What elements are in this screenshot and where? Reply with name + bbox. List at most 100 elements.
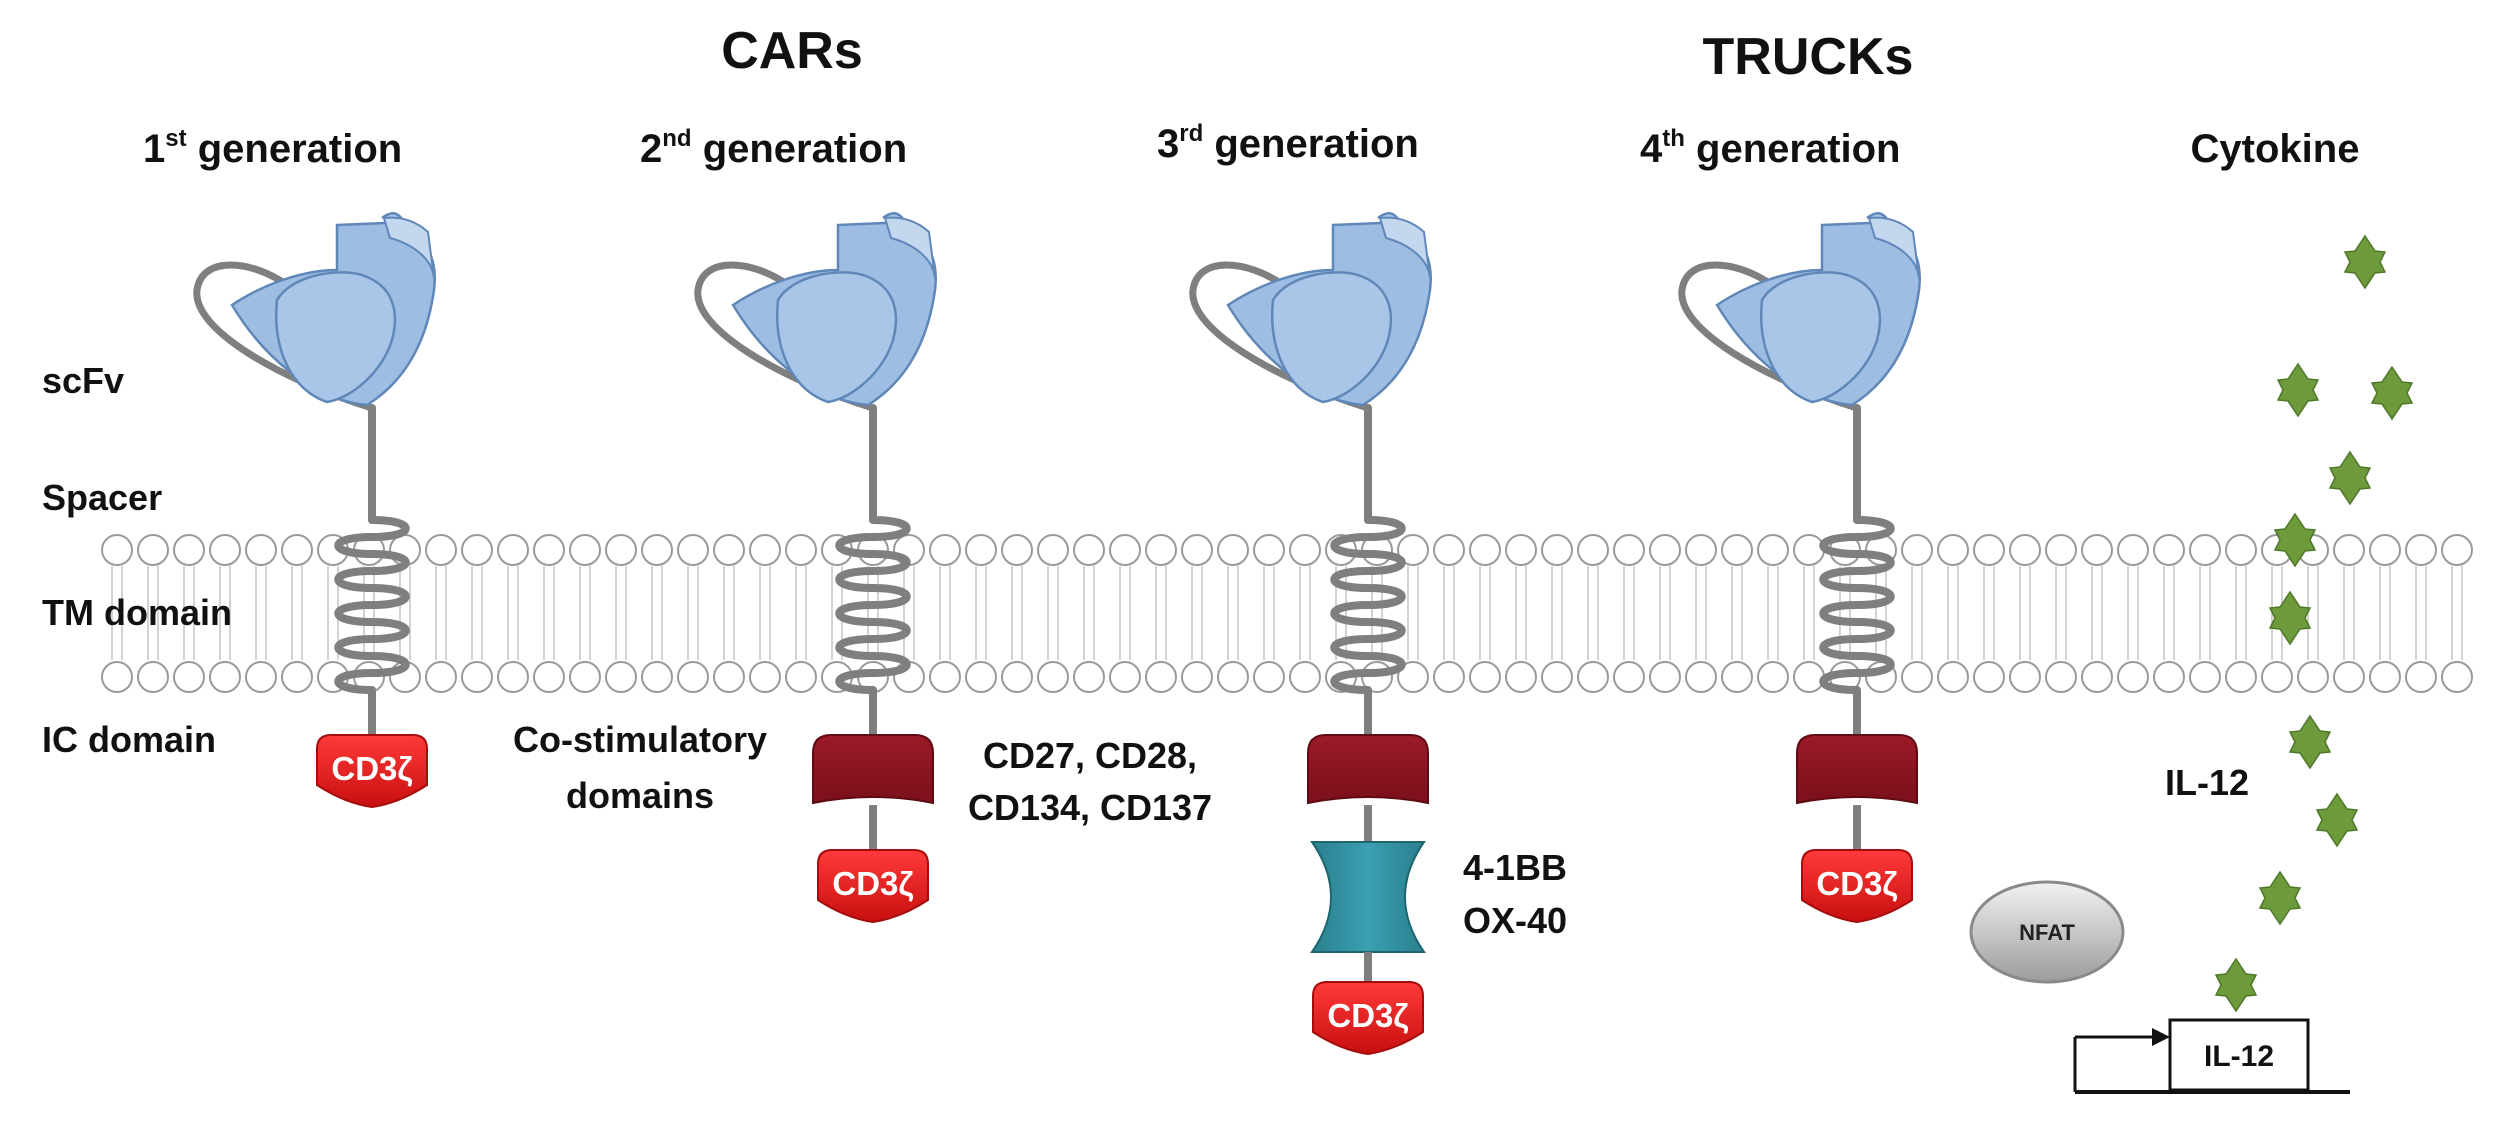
membrane-lipid-head — [1649, 534, 1681, 566]
membrane-lipid-head — [173, 661, 205, 693]
membrane-lipid-head — [1469, 661, 1501, 693]
membrane-lipid-head — [2441, 661, 2473, 693]
car-construct-generation-2: CD3ζ — [694, 212, 937, 924]
membrane-lipid-head — [2189, 661, 2221, 693]
cytokine-molecules — [2214, 234, 2414, 1013]
membrane-lipid-head — [2333, 534, 2365, 566]
membrane-lipid-head — [425, 534, 457, 566]
membrane-lipid-head — [2405, 534, 2437, 566]
cd3-zeta-label: CD3ζ — [832, 865, 913, 902]
membrane-lipid-head — [2081, 534, 2113, 566]
costim-label-line2: domains — [566, 775, 714, 816]
membrane-lipid-head — [533, 534, 565, 566]
membrane-lipid-head — [1073, 661, 1105, 693]
il12-gene-construct: IL-12 — [2073, 1018, 2350, 1094]
car-construct-generation-1: CD3ζ — [193, 212, 436, 809]
membrane-lipid-head — [749, 534, 781, 566]
cd3-zeta-label: CD3ζ — [1327, 997, 1408, 1034]
membrane-lipid-head — [101, 534, 133, 566]
membrane-lipid-head — [245, 534, 277, 566]
membrane-lipid-head — [1937, 534, 1969, 566]
membrane-lipid-head — [1433, 534, 1465, 566]
membrane-lipid-head — [1397, 661, 1429, 693]
membrane-lipid-head — [101, 661, 133, 693]
membrane-lipid-head — [605, 534, 637, 566]
cytokine-il12-molecule — [2268, 590, 2312, 646]
membrane-lipid-head — [1289, 534, 1321, 566]
cd3-zeta-domain — [316, 734, 428, 809]
membrane-lipid-head — [2009, 661, 2041, 693]
membrane-lipid-head — [569, 534, 601, 566]
membrane-lipid-head — [2045, 534, 2077, 566]
membrane-lipid-head — [2441, 534, 2473, 566]
cytokine-il12-molecule — [2343, 234, 2387, 290]
cd3-zeta-label: CD3ζ — [1816, 865, 1897, 902]
scfv-label: scFv — [42, 360, 124, 401]
membrane-lipid-head — [965, 661, 997, 693]
membrane-lipid-head — [1037, 661, 1069, 693]
membrane-lipid-head — [1181, 661, 1213, 693]
membrane-lipid-head — [569, 661, 601, 693]
transmembrane-coil — [1819, 516, 1895, 694]
cytokine-heading: Cytokine — [2191, 127, 2360, 171]
membrane-lipid-head — [713, 661, 745, 693]
cd3-zeta-label: CD3ζ — [331, 750, 412, 787]
scfv-flap — [883, 216, 936, 279]
membrane-lipid-head — [173, 534, 205, 566]
transmembrane-coil — [835, 516, 911, 694]
cytokine-il12-molecule — [2214, 957, 2258, 1013]
cell-membrane — [101, 534, 2473, 693]
membrane-lipid-head — [785, 534, 817, 566]
membrane-lipid-head — [1937, 661, 1969, 693]
membrane-lipid-head — [2225, 661, 2257, 693]
membrane-lipid-head — [2261, 661, 2293, 693]
membrane-lipid-head — [1541, 534, 1573, 566]
membrane-lipid-head — [497, 534, 529, 566]
membrane-lipid-head — [2225, 534, 2257, 566]
membrane-lipid-head — [1901, 661, 1933, 693]
cytokine-il12-molecule — [2276, 362, 2320, 418]
costim-list-line2: CD134, CD137 — [968, 787, 1212, 828]
membrane-lipid-head — [713, 534, 745, 566]
membrane-lipid-head — [1649, 661, 1681, 693]
cytokine-il12-molecule — [2328, 450, 2372, 506]
membrane-lipid-head — [1793, 534, 1825, 566]
membrane-lipid-head — [1253, 534, 1285, 566]
cytokine-il12-molecule — [2370, 365, 2414, 421]
membrane-lipid-head — [1757, 534, 1789, 566]
signaling-domain-4-1bb-ox40 — [1310, 841, 1426, 953]
membrane-lipid-head — [2369, 534, 2401, 566]
membrane-lipid-head — [1685, 534, 1717, 566]
membrane-lipid-head — [2153, 534, 2185, 566]
membrane-lipid-head — [1541, 661, 1573, 693]
membrane-lipid-head — [1721, 661, 1753, 693]
transmembrane-coil — [1330, 516, 1406, 694]
membrane-lipid-head — [1001, 661, 1033, 693]
membrane-lipid-head — [2081, 661, 2113, 693]
scfv-flap — [1378, 216, 1431, 279]
spacer-label: Spacer — [42, 477, 162, 518]
membrane-lipid-head — [1505, 534, 1537, 566]
membrane-lipid-head — [137, 534, 169, 566]
cytokine-il12-molecule — [2288, 714, 2332, 770]
membrane-lipid-head — [1145, 661, 1177, 693]
membrane-lipid-head — [641, 661, 673, 693]
membrane-lipid-head — [965, 534, 997, 566]
membrane-lipid-head — [1973, 534, 2005, 566]
membrane-lipid-head — [2117, 534, 2149, 566]
membrane-lipid-head — [1253, 661, 1285, 693]
membrane-lipid-head — [1217, 661, 1249, 693]
membrane-lipid-head — [929, 534, 961, 566]
generation-2-heading: 2nd generation — [640, 125, 907, 171]
tm-domain-label: TM domain — [42, 592, 232, 633]
membrane-lipid-head — [2333, 661, 2365, 693]
membrane-lipid-head — [281, 534, 313, 566]
scfv-flap — [1867, 216, 1920, 279]
trucks-header: TRUCKs — [1703, 28, 1914, 86]
membrane-lipid-head — [1757, 661, 1789, 693]
membrane-lipid-head — [1793, 661, 1825, 693]
membrane-lipid-head — [1109, 661, 1141, 693]
membrane-lipid-head — [533, 661, 565, 693]
membrane-lipid-head — [677, 661, 709, 693]
